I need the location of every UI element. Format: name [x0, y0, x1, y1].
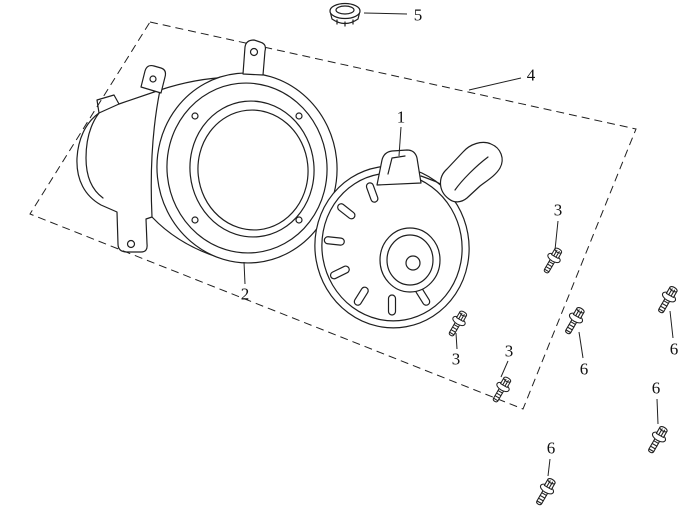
- callout-leader-6a: [578, 331, 584, 359]
- callout-leader-3b: [455, 332, 458, 350]
- fan-cover-opening-inner: [197, 109, 309, 231]
- bolt-3-b: [444, 308, 471, 340]
- callout-label-1: 1: [397, 108, 406, 127]
- bolt-3-a: [539, 245, 566, 277]
- vent-slot: [323, 236, 345, 246]
- callout-label-6d: 6: [547, 439, 556, 458]
- bolt-6-b: [653, 283, 682, 317]
- callout-leader-4: [468, 77, 522, 91]
- callout-leader-6d: [547, 458, 551, 477]
- cap-part: [329, 2, 361, 27]
- starter-hub-center: [405, 255, 421, 271]
- callout-label-2: 2: [241, 285, 250, 304]
- callout-leader-2: [243, 261, 246, 285]
- callout-label-6a: 6: [580, 360, 589, 379]
- fan-cover-left-ear: [140, 64, 167, 94]
- callout-leader-5: [363, 12, 408, 15]
- fan-cover-screw-hole: [191, 112, 199, 120]
- starter-hub-inner: [386, 234, 434, 286]
- callout-label-6b: 6: [670, 340, 679, 359]
- callout-label-3a: 3: [554, 201, 563, 220]
- fan-cover-screw-hole: [295, 112, 303, 120]
- fan-cover-foot-hole: [126, 239, 136, 249]
- cap-top-inner: [335, 5, 355, 15]
- fan-cover-screw-hole: [295, 216, 303, 224]
- recoil-starter: [314, 141, 503, 329]
- callout-leader-6c: [656, 398, 659, 425]
- fan-cover-opening-outer: [189, 100, 315, 238]
- fan-cover-bracket-lines: [85, 103, 120, 199]
- vent-slot: [329, 265, 350, 280]
- vent-slot: [365, 182, 379, 203]
- fan-cover-screw-hole: [191, 216, 199, 224]
- starter-vent-slots: [323, 182, 431, 316]
- starter-handle-contour: [454, 156, 489, 191]
- callout-leader-6b: [669, 310, 674, 339]
- callout-leader-3a: [554, 220, 559, 251]
- vent-slot: [387, 294, 397, 316]
- vent-slot: [353, 286, 369, 306]
- vent-slot: [337, 203, 356, 220]
- fan-cover-face-ring: [166, 82, 328, 254]
- starter-bracket-slot: [387, 155, 406, 175]
- cap-fins: [336, 19, 354, 27]
- assembly-boundary-dashed: [29, 21, 637, 410]
- fan-cover-front-edge: [150, 89, 161, 218]
- callout-leader-3c: [500, 360, 509, 378]
- callouts: 1 2 3 3 3 4 5 6 6 6 6: [241, 6, 679, 477]
- callout-label-5: 5: [414, 6, 423, 25]
- callout-label-6c: 6: [652, 379, 661, 398]
- bolt-6-a: [560, 304, 589, 338]
- callout-leader-1: [398, 126, 402, 157]
- fan-cover-outer-rim: [156, 72, 338, 264]
- starter-top-bracket: [376, 149, 422, 186]
- starter-hub-outer: [379, 227, 441, 293]
- callout-label-3c: 3: [505, 342, 514, 361]
- bolt-6-d: [531, 475, 560, 509]
- bolt-6-c: [643, 423, 672, 457]
- callout-label-4: 4: [527, 66, 536, 85]
- fan-cover: [76, 39, 338, 264]
- fan-cover-top-ear-hole: [249, 47, 259, 57]
- fan-cover-left-ear-hole: [149, 75, 157, 83]
- callout-label-3b: 3: [452, 350, 461, 369]
- fan-cover-top-ear: [242, 39, 267, 76]
